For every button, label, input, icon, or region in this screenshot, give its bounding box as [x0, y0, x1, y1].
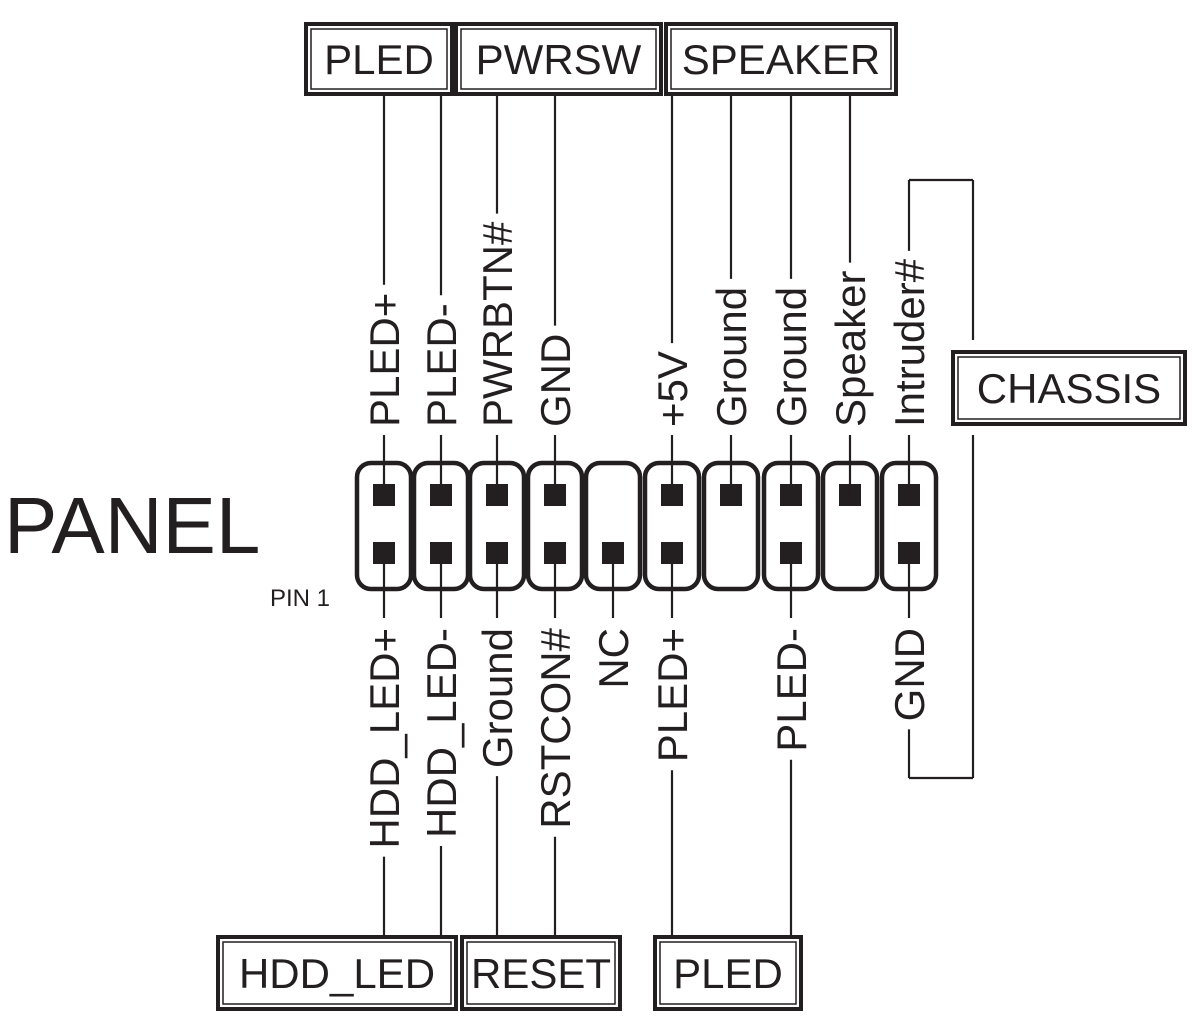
- bottom-pin-label: Ground: [474, 628, 521, 768]
- group-box-inner-frame: [310, 28, 448, 90]
- group-box: SPEAKER: [664, 22, 898, 96]
- group-box-frame: [951, 350, 1187, 426]
- group-box-frame: [460, 935, 622, 1011]
- top-pin-label: PLED+: [361, 293, 408, 427]
- group-label: RESET: [471, 950, 611, 997]
- top-pin-label: +5V: [649, 351, 696, 427]
- group-box: HDD_LED: [216, 935, 458, 1011]
- group-label: CHASSIS: [977, 365, 1161, 412]
- group-box-inner-frame: [460, 28, 657, 90]
- group-box-frame: [216, 935, 458, 1011]
- bottom-pin-label: NC: [590, 628, 637, 689]
- group-box-inner-frame: [957, 356, 1181, 420]
- top-pin-labels: PLED+PLED-PWRBTN#GND +5V Ground Ground Speak…: [361, 96, 933, 495]
- bottom-pin-label: PLED-: [768, 628, 815, 752]
- group-label: PLED: [324, 36, 434, 83]
- top-pin-label: PWRBTN#: [474, 221, 521, 427]
- group-box-frame: [653, 935, 803, 1011]
- top-pin-label: GND: [532, 334, 579, 427]
- group-box-inner-frame: [222, 941, 452, 1005]
- group-box-inner-frame: [659, 941, 797, 1005]
- group-box: RESET: [460, 935, 622, 1011]
- group-box-inner-frame: [466, 941, 616, 1005]
- bottom-pin-label: GND: [886, 628, 933, 721]
- chassis-group: CHASSIS: [909, 178, 1187, 780]
- bottom-group-boxes: HDD_LED RESET PLED: [216, 935, 803, 1011]
- top-pin-label: Ground: [708, 287, 755, 427]
- group-box-frame: [454, 22, 663, 96]
- bottom-pin-label: PLED+: [649, 628, 696, 762]
- connector-header: [354, 460, 939, 592]
- group-box: PLED: [653, 935, 803, 1011]
- group-label: HDD_LED: [239, 950, 435, 997]
- pin1-label: PIN 1: [270, 585, 330, 612]
- bottom-pin-label: HDD_LED-: [418, 628, 465, 838]
- top-pin-label: PLED-: [418, 303, 465, 427]
- bottom-pin-label: HDD_LED+: [361, 628, 408, 849]
- bottom-pin-label: RSTCON#: [532, 627, 579, 828]
- group-label: SPEAKER: [682, 36, 880, 83]
- top-pin-label: Intruder#: [886, 258, 933, 427]
- group-box-frame: [664, 22, 898, 96]
- group-box: CHASSIS: [951, 350, 1187, 426]
- group-box: PLED: [304, 22, 454, 96]
- group-box-inner-frame: [670, 28, 892, 90]
- top-group-boxes: PLED PWRSW SPEAKER: [304, 22, 898, 96]
- top-pin-label: Ground: [768, 287, 815, 427]
- group-label: PLED: [673, 950, 783, 997]
- group-box: PWRSW: [454, 22, 663, 96]
- group-label: PWRSW: [476, 36, 642, 83]
- group-box-frame: [304, 22, 454, 96]
- header-name-label: PANEL: [4, 481, 260, 570]
- top-pin-label: Speaker: [827, 271, 874, 427]
